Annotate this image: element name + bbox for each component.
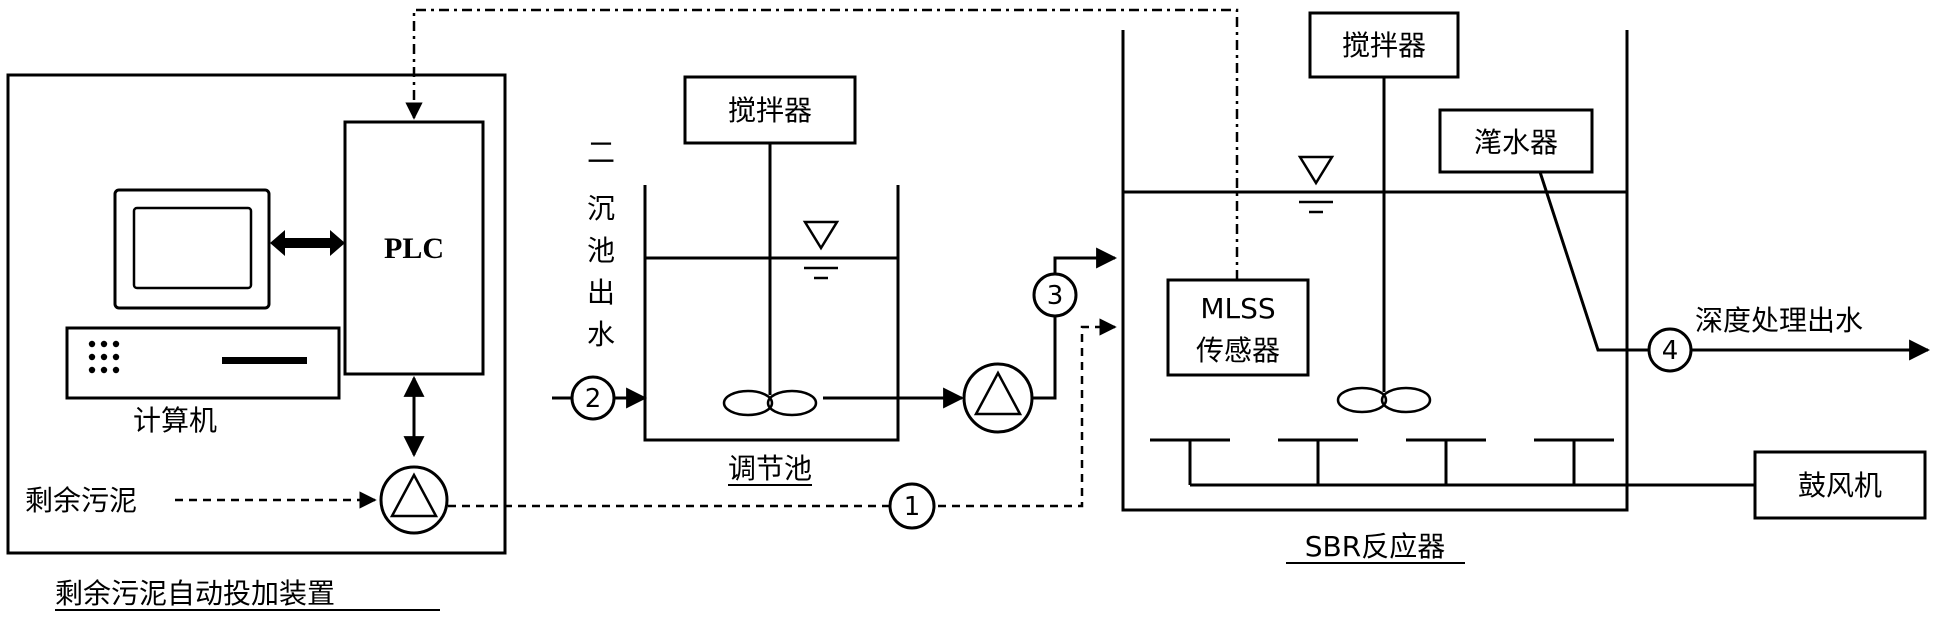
excess-sludge-label: 剩余污泥 — [25, 484, 137, 517]
decanter-box[interactable] — [1438, 108, 1594, 174]
transfer-pump-icon[interactable] — [962, 362, 1034, 434]
stirrer-label-1: 搅拌器 — [728, 94, 812, 127]
computer-icon[interactable] — [65, 188, 341, 400]
stirrer-shaft-icon — [722, 143, 818, 417]
regulating-tank-label: 调节池 — [728, 452, 812, 485]
mlss-sensor-box[interactable] — [1166, 278, 1310, 377]
marker-1 — [888, 482, 936, 530]
advanced-effluent-label: 深度处理出水 — [1695, 304, 1863, 337]
decanter-label: 滗水器 — [1474, 126, 1558, 159]
sbr-stirrer-shaft-icon — [1336, 77, 1432, 414]
marker-3-text: 3 — [1047, 281, 1064, 311]
svg-text:二: 二 — [587, 136, 615, 169]
svg-text:出: 出 — [587, 276, 615, 309]
mlss-label-line1: MLSS — [1200, 292, 1275, 325]
sludge-dosing-line — [448, 318, 1117, 508]
blower-label: 鼓风机 — [1798, 469, 1882, 502]
marker-2-text: 2 — [585, 384, 602, 414]
regulating-tank — [643, 185, 900, 442]
svg-text:水: 水 — [587, 318, 615, 351]
aerator-icons — [1150, 438, 1614, 485]
transfer-line — [1032, 247, 1118, 400]
svg-text:池: 池 — [587, 234, 615, 267]
marker-4-text: 4 — [1662, 336, 1679, 366]
water-level-icon — [794, 220, 848, 280]
decanter-pipe — [1538, 171, 1931, 361]
sludge-pump-icon[interactable] — [379, 465, 449, 535]
plc-label: PLC — [384, 232, 444, 265]
computer-plc-link — [270, 230, 345, 256]
marker-1-text: 1 — [904, 492, 921, 522]
dosing-device-box — [6, 73, 507, 555]
sbr-label: SBR反应器 — [1305, 530, 1445, 563]
plc-box[interactable] — [343, 120, 485, 376]
computer-label: 计算机 — [133, 404, 217, 437]
marker-2 — [570, 375, 616, 421]
sbr-water-level-icon — [1289, 155, 1343, 214]
mlss-label-line2: 传感器 — [1196, 334, 1280, 367]
device-title: 剩余污泥自动投加装置 — [55, 577, 335, 610]
sbr-tank — [1121, 30, 1629, 512]
stirrer-label-2: 搅拌器 — [1342, 29, 1426, 62]
blower-box[interactable] — [1753, 450, 1927, 520]
secondary-effluent-label: 二 沉 池 出 水 — [587, 136, 615, 351]
stirrer-box-2[interactable] — [1308, 11, 1460, 79]
marker-3 — [1032, 272, 1078, 318]
stirrer-box-1[interactable] — [683, 75, 857, 145]
svg-text:沉: 沉 — [587, 192, 615, 225]
marker-4 — [1647, 327, 1693, 373]
